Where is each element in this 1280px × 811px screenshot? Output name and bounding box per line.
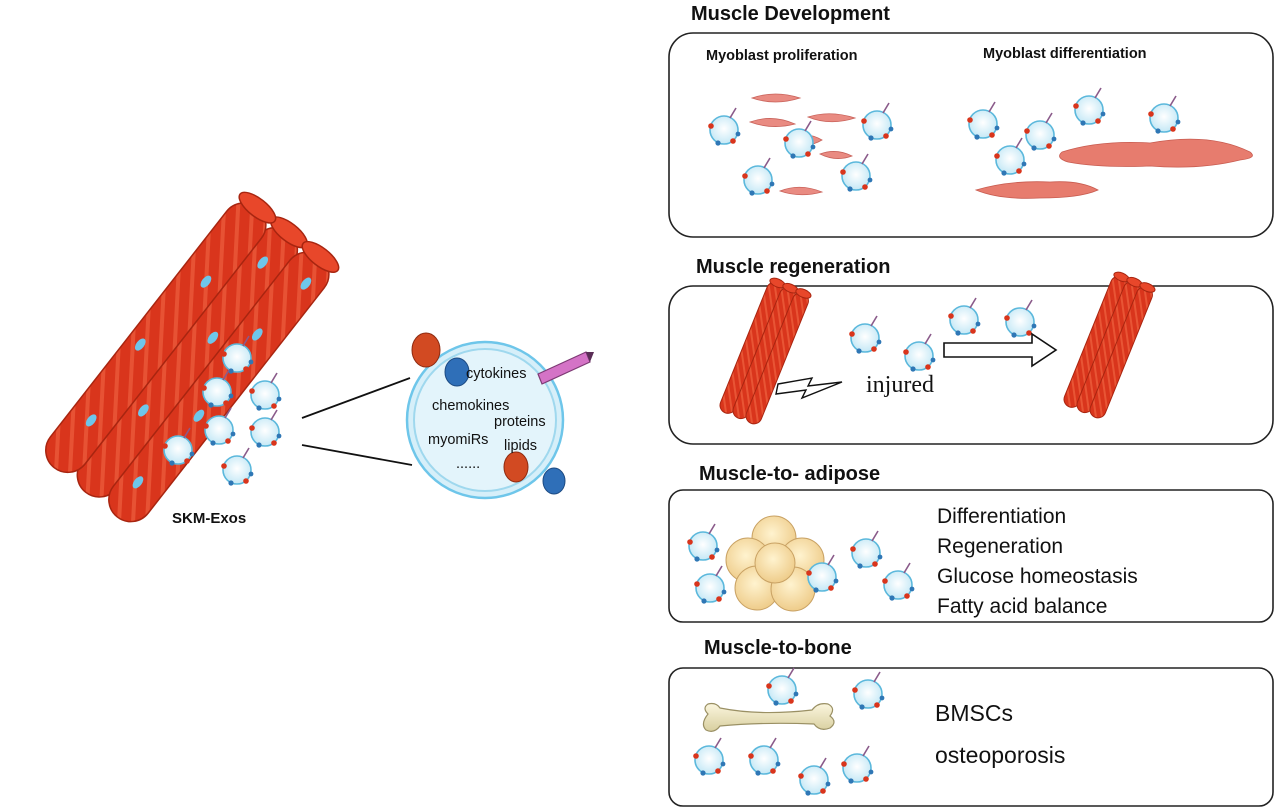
- injured-muscle-icon: [717, 275, 813, 427]
- lightning-bolt-icon: [775, 377, 843, 400]
- adipose-item-fatty-acid: Fatty acid balance: [937, 595, 1108, 618]
- exosome-group-regeneration: [848, 297, 1038, 373]
- differentiation-label: Myoblast differentiation: [983, 46, 1147, 62]
- vesicle-item-myomirs: myomiRs: [428, 432, 489, 448]
- myotube-icon: [974, 138, 1253, 199]
- vesicle-item-ellipsis: ......: [456, 456, 481, 472]
- bone-panel: [668, 667, 1274, 807]
- exosome-group-proliferation: [707, 102, 895, 197]
- development-title: Muscle Development: [691, 3, 890, 25]
- repaired-muscle-icon: [1061, 269, 1157, 421]
- exosome-group-bone: [692, 667, 886, 797]
- bone-icon: [702, 702, 835, 732]
- skm-exos-label: SKM-Exos: [172, 510, 247, 527]
- regeneration-title: Muscle regeneration: [696, 256, 891, 278]
- right-arrow-icon: [943, 332, 1058, 368]
- vesicle-icon: [405, 332, 566, 500]
- adipose-item-regeneration: Regeneration: [937, 535, 1064, 558]
- adipose-title: Muscle-to- adipose: [699, 463, 881, 485]
- vesicle-item-cytokines: cytokines: [466, 366, 527, 382]
- vesicle-item-lipids: lipids: [504, 438, 538, 454]
- muscle-fiber-bundle-icon: [36, 186, 345, 532]
- adipose-panel: [668, 489, 1274, 623]
- injured-label: injured: [866, 372, 934, 398]
- vesicle-item-proteins: proteins: [494, 414, 546, 430]
- pencil-icon: [537, 351, 594, 385]
- adipose-item-differentiation: Differentiation: [937, 505, 1067, 528]
- adipose-item-glucose: Glucose homeostasis: [937, 565, 1138, 588]
- proliferation-label: Myoblast proliferation: [706, 48, 858, 64]
- bone-item-osteoporosis: osteoporosis: [935, 742, 1066, 768]
- vesicle-item-chemokines: chemokines: [432, 398, 510, 414]
- regeneration-panel: [668, 285, 1274, 445]
- development-panel: [668, 32, 1274, 238]
- bone-title: Muscle-to-bone: [704, 637, 852, 659]
- bone-item-bmscs: BMSCs: [935, 700, 1013, 726]
- adipocyte-cluster-icon: [725, 515, 825, 612]
